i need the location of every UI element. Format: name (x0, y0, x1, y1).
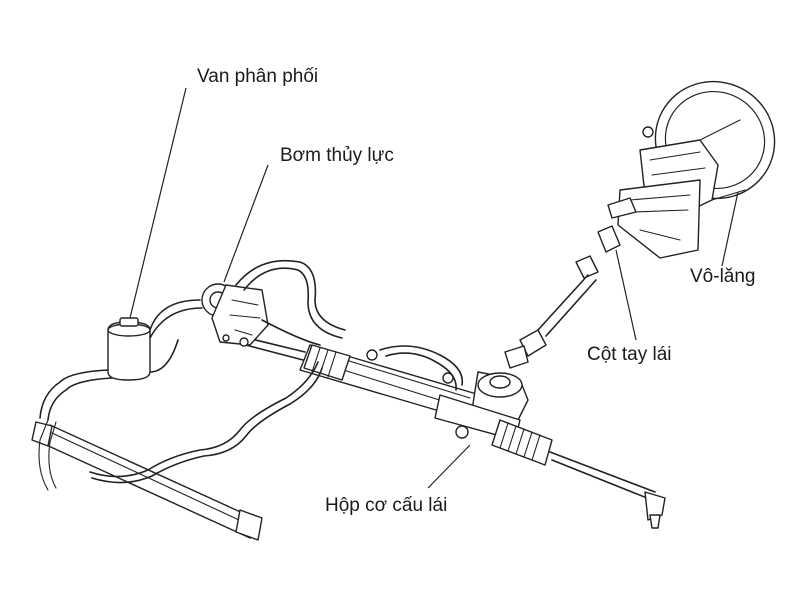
label-column: Cột tay lái (587, 344, 672, 365)
leader-valve (129, 87, 187, 319)
hydraulic-hoses (38, 259, 464, 491)
hydraulic-pump-icon (201, 283, 269, 347)
leader-pump (223, 164, 269, 283)
label-valve: Van phân phối (197, 66, 319, 87)
leader-column (615, 249, 637, 341)
label-rack: Hộp cơ cấu lái (325, 495, 448, 516)
cooler-icon (31, 421, 263, 541)
leader-rack (427, 444, 471, 489)
label-wheel: Vô-lăng (690, 266, 756, 287)
label-pump: Bơm thủy lực (280, 145, 394, 166)
steering-rack-icon (234, 334, 666, 529)
reservoir-icon (107, 317, 151, 381)
steering-column-icon (504, 179, 701, 369)
leader-wheel (721, 191, 739, 267)
